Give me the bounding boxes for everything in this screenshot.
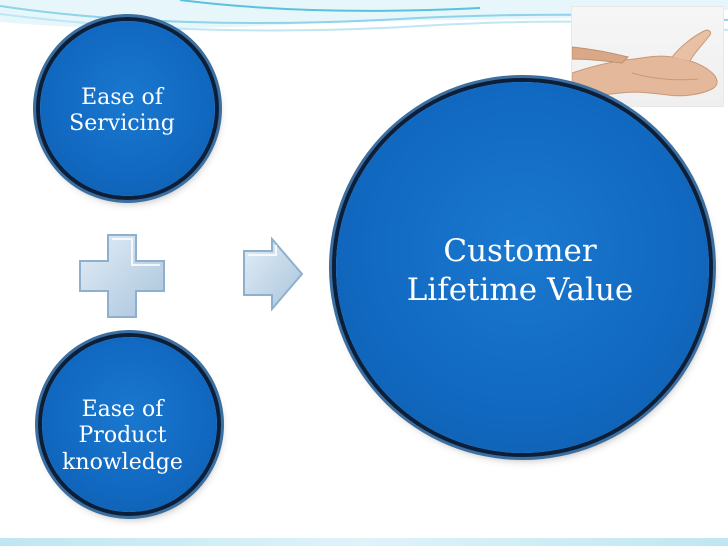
hands-photo — [571, 6, 724, 107]
customer-lifetime-value-label: Customer Lifetime Value — [406, 233, 634, 308]
ease-of-product-knowledge-label: Ease of Product knowledge — [62, 397, 183, 475]
customer-lifetime-value-circle — [336, 82, 709, 453]
open-hand-icon — [572, 29, 718, 100]
plus-icon — [79, 234, 165, 318]
ease-of-product-knowledge-circle — [42, 337, 217, 512]
bottom-accent-bar — [0, 538, 728, 546]
arrow-right-icon — [243, 237, 304, 311]
ease-of-servicing-circle — [40, 21, 215, 196]
ease-of-servicing-label: Ease of Servicing — [69, 85, 175, 137]
